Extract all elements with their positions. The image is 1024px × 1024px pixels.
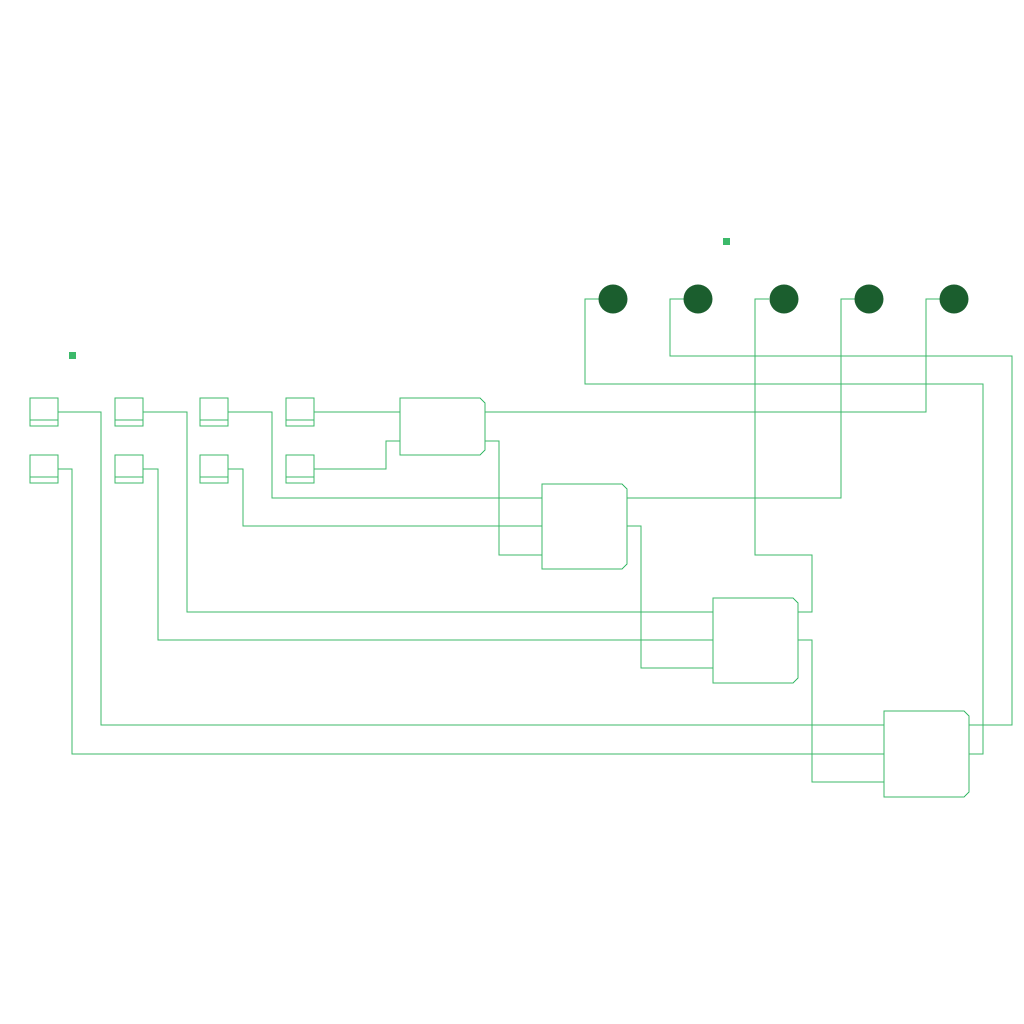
wire [228, 411, 542, 499]
wire [228, 468, 542, 527]
wire [669, 298, 1013, 726]
wire [485, 440, 542, 556]
wire [627, 298, 855, 499]
input-switch [29, 397, 59, 427]
wire [143, 411, 713, 613]
input-switch-body [114, 397, 144, 427]
input-switch-body [285, 454, 315, 484]
wire [798, 639, 884, 783]
wire [314, 440, 400, 470]
wire [143, 468, 713, 641]
output-led [769, 284, 799, 314]
input-group-marker [69, 352, 76, 359]
logic-gate [883, 710, 970, 798]
input-switch-body [29, 397, 59, 427]
input-switch-body [285, 397, 315, 427]
input-switch [114, 397, 144, 427]
output-led [598, 284, 628, 314]
input-switch-body [199, 397, 229, 427]
logic-gate [541, 483, 628, 570]
output-led [854, 284, 884, 314]
input-switch-body [29, 454, 59, 484]
input-switch [199, 397, 229, 427]
wire [58, 468, 884, 755]
logic-gate [399, 397, 486, 456]
input-switch [29, 454, 59, 484]
input-switch [285, 397, 315, 427]
input-switch [199, 454, 229, 484]
output-group-marker [723, 238, 730, 245]
wire [584, 298, 984, 755]
wire [754, 298, 813, 613]
wire-layer [58, 298, 1013, 783]
input-switch [114, 454, 144, 484]
output-led [939, 284, 969, 314]
wire [58, 411, 884, 726]
input-switch [285, 454, 315, 484]
input-switch-body [114, 454, 144, 484]
output-led [683, 284, 713, 314]
logic-gate [712, 597, 799, 684]
input-switch-body [199, 454, 229, 484]
component-layer [29, 238, 970, 798]
wire [627, 525, 713, 669]
